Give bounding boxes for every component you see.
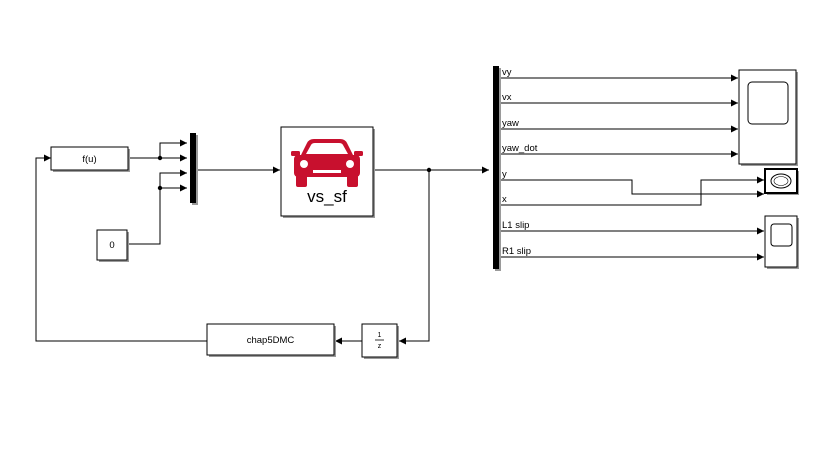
signal-labels: vy vx yaw yaw_dot y x L1 slip R1 slip: [502, 67, 538, 257]
vehicle-block-label: vs_sf: [307, 187, 347, 206]
signal-label-y: y: [502, 169, 507, 180]
car-icon: [291, 139, 363, 187]
unit-delay-denominator: z: [378, 343, 382, 350]
fcn-block-label: f(u): [82, 154, 96, 165]
scope-block[interactable]: [738, 69, 798, 166]
mux-block[interactable]: [190, 133, 198, 205]
branch-points: [157, 155, 432, 191]
scope-screen-icon: [747, 81, 789, 125]
branch-dot: [157, 155, 163, 161]
xy-graph-block[interactable]: [764, 168, 799, 195]
constant-block-label: 0: [109, 240, 114, 251]
vehicle-sfunction-block[interactable]: vs_sf: [280, 126, 375, 218]
unit-delay-block[interactable]: 1 z: [361, 323, 399, 359]
controller-block-label: chap5DMC: [247, 335, 295, 346]
demux-block[interactable]: [493, 66, 501, 271]
signal-label-vx: vx: [502, 92, 512, 103]
signal-label-vy: vy: [502, 67, 512, 78]
signal-lines: [35, 74, 764, 345]
scope-block-2[interactable]: [764, 215, 799, 269]
signal-label-l1-slip: L1 slip: [502, 220, 529, 231]
scope-screen-icon: [770, 223, 793, 247]
branch-dot: [157, 185, 163, 191]
branch-dot: [426, 167, 432, 173]
signal-label-r1-slip: R1 slip: [502, 246, 531, 257]
unit-delay-numerator: 1: [378, 332, 382, 339]
fcn-block[interactable]: f(u): [50, 146, 130, 172]
constant-block[interactable]: 0: [96, 229, 129, 262]
controller-block[interactable]: chap5DMC: [206, 323, 336, 357]
signal-label-yaw: yaw: [502, 118, 519, 129]
signal-label-yaw-dot: yaw_dot: [502, 143, 538, 154]
signal-label-x: x: [502, 194, 507, 205]
